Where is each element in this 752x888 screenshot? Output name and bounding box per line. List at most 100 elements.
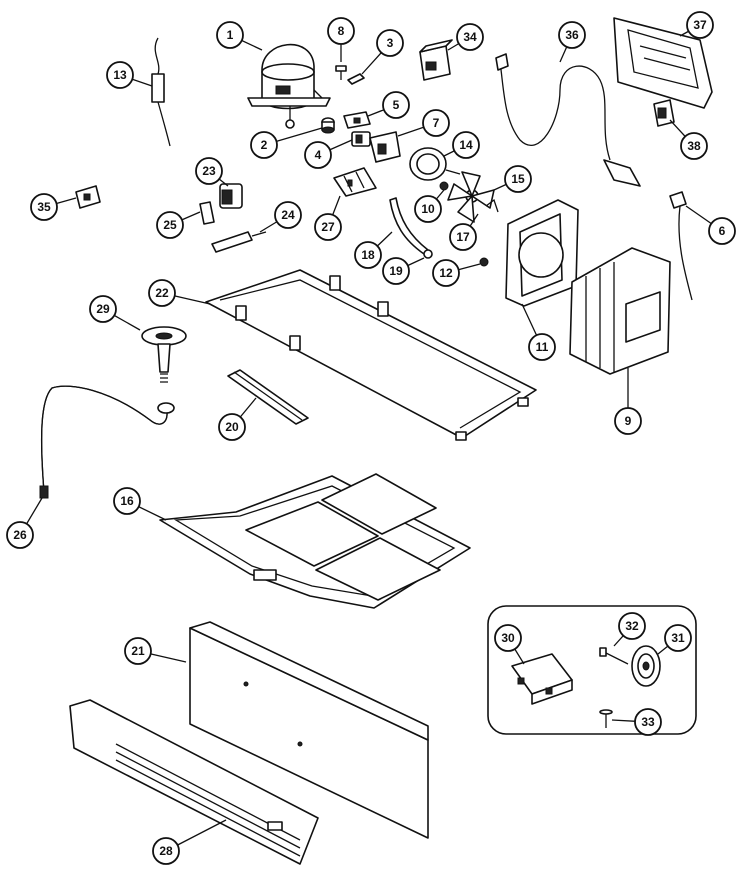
- evaporator: [569, 247, 671, 375]
- callout-label: 8: [338, 24, 345, 38]
- callout-label: 7: [433, 116, 440, 130]
- harness: [211, 231, 267, 253]
- callout-label: 17: [456, 230, 470, 244]
- callout-25: 25: [156, 211, 184, 239]
- callout-label: 25: [163, 218, 177, 232]
- callout-34: 34: [456, 23, 484, 51]
- callout-13: 13: [106, 61, 134, 89]
- back-panel: [189, 621, 429, 839]
- callout-circle: [680, 132, 708, 160]
- callout-label: 20: [225, 420, 239, 434]
- callout-label: 2: [261, 138, 268, 152]
- callout-8: 8: [327, 17, 355, 45]
- callout-circle: [528, 333, 556, 361]
- drain-tube: [39, 385, 175, 499]
- callout-17: 17: [449, 223, 477, 251]
- relay-bracket: [343, 111, 371, 129]
- cord-6: [669, 191, 693, 301]
- callout-38: 38: [680, 132, 708, 160]
- inset-panel: [487, 605, 697, 735]
- callout-label: 23: [202, 164, 216, 178]
- callout-circle: [664, 624, 692, 652]
- callout-24: 24: [274, 201, 302, 229]
- callout-label: 19: [389, 264, 403, 278]
- callout-18: 18: [354, 241, 382, 269]
- callout-circle: [30, 193, 58, 221]
- toe-grille: [69, 699, 319, 865]
- callout-10: 10: [414, 195, 442, 223]
- callout-circle: [422, 109, 450, 137]
- callout-36: 36: [558, 21, 586, 49]
- callout-label: 6: [719, 224, 726, 238]
- nut: [439, 181, 449, 191]
- terminal-block: [219, 183, 243, 209]
- callout-label: 38: [687, 139, 701, 153]
- clip: [347, 73, 365, 85]
- callout-circle: [634, 708, 662, 736]
- callout-circle: [686, 11, 714, 39]
- callout-label: 13: [113, 68, 127, 82]
- callout-21: 21: [124, 637, 152, 665]
- grommet: [321, 117, 335, 134]
- callout-circle: [354, 241, 382, 269]
- drier: [151, 37, 171, 147]
- callout-label: 37: [693, 18, 707, 32]
- callout-20: 20: [218, 413, 246, 441]
- callout-circle: [148, 279, 176, 307]
- clip-25: [199, 201, 215, 225]
- callout-label: 28: [159, 844, 173, 858]
- callout-circle: [382, 257, 410, 285]
- callout-circle: [156, 211, 184, 239]
- defrost-timer: [511, 653, 573, 705]
- callout-circle: [106, 61, 134, 89]
- callout-circle: [504, 165, 532, 193]
- callout-label: 16: [120, 494, 134, 508]
- callout-26: 26: [6, 521, 34, 549]
- callout-label: 22: [155, 286, 169, 300]
- switch: [653, 99, 675, 127]
- callout-37: 37: [686, 11, 714, 39]
- callout-16: 16: [113, 487, 141, 515]
- fan-bracket: [485, 198, 499, 213]
- callout-circle: [250, 131, 278, 159]
- callout-circle: [382, 91, 410, 119]
- callout-11: 11: [528, 333, 556, 361]
- callout-label: 18: [361, 248, 375, 262]
- control-housing: [613, 17, 713, 109]
- relay-cover: [369, 131, 401, 163]
- callout-circle: [216, 21, 244, 49]
- channel: [227, 369, 309, 425]
- callout-label: 9: [625, 414, 632, 428]
- callout-label: 33: [641, 715, 655, 729]
- power-cord: [495, 53, 641, 187]
- callout-circle: [89, 295, 117, 323]
- screw-12: [479, 257, 489, 267]
- callout-4: 4: [304, 141, 332, 169]
- knob: [631, 645, 661, 687]
- callout-32: 32: [618, 612, 646, 640]
- callout-circle: [414, 195, 442, 223]
- callout-label: 4: [315, 148, 322, 162]
- callout-35: 35: [30, 193, 58, 221]
- drain-pan: [159, 473, 471, 609]
- callout-circle: [452, 131, 480, 159]
- callout-circle: [6, 521, 34, 549]
- callout-3: 3: [376, 29, 404, 57]
- callout-label: 34: [463, 30, 477, 44]
- callout-label: 36: [565, 28, 579, 42]
- callout-28: 28: [152, 837, 180, 865]
- callout-circle: [456, 23, 484, 51]
- callout-label: 24: [281, 208, 295, 222]
- callout-label: 3: [387, 36, 394, 50]
- callout-2: 2: [250, 131, 278, 159]
- callout-22: 22: [148, 279, 176, 307]
- callout-label: 11: [536, 340, 549, 354]
- callout-30: 30: [494, 624, 522, 652]
- callout-circle: [432, 259, 460, 287]
- callout-label: 29: [96, 302, 110, 316]
- fan-shroud: [505, 199, 579, 307]
- grommet-19: [423, 249, 433, 259]
- callout-circle: [558, 21, 586, 49]
- fan-blade: [447, 171, 495, 223]
- callout-1: 1: [216, 21, 244, 49]
